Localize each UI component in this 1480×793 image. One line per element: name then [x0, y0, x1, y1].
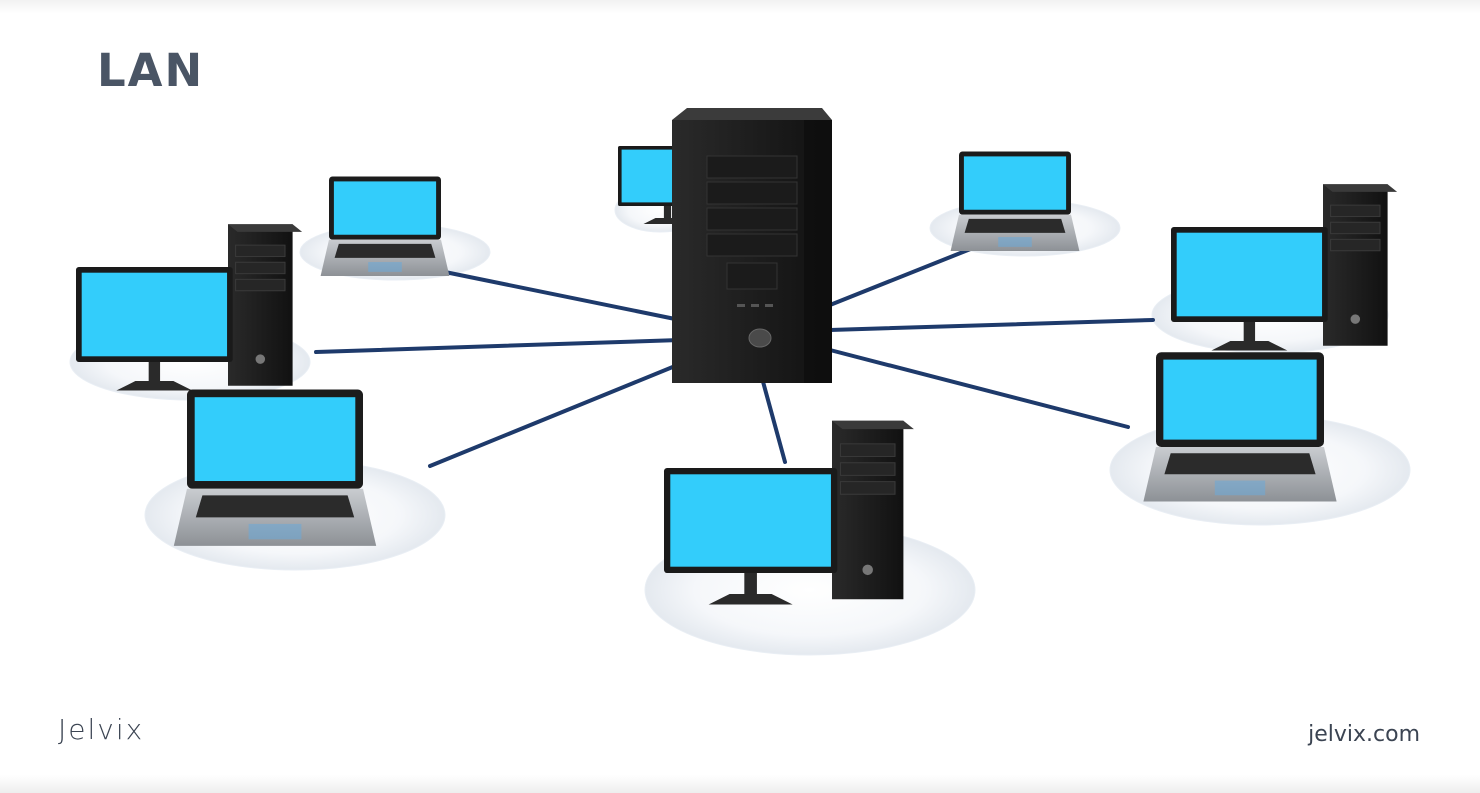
desktop-bay-5-1	[1330, 221, 1381, 235]
monitor-foot-3	[708, 594, 793, 605]
desktop-power-5	[1350, 314, 1361, 324]
server-led-1	[751, 304, 759, 307]
desktop-tower-top-5	[1323, 184, 1398, 192]
server-bay-3	[706, 233, 798, 257]
server-side	[804, 120, 832, 383]
network-link-2	[428, 362, 682, 468]
network-link-5	[828, 318, 1155, 332]
desktop-bay-1-1	[235, 261, 286, 275]
slide-title: LAN	[97, 44, 205, 97]
desktop-tower-top-1	[228, 224, 303, 232]
desktop-bay-5-0	[1330, 204, 1381, 218]
desktop-power-3	[862, 564, 873, 576]
laptop-keyboard-2	[195, 495, 355, 518]
network-link-3	[760, 376, 787, 464]
laptop-screen-6	[963, 156, 1067, 210]
desktop-tower-top-3	[832, 420, 914, 430]
server-drive	[726, 262, 778, 290]
laptop-keyboard-4	[1164, 453, 1316, 475]
node-desktop-1	[76, 224, 303, 391]
server-led-0	[737, 304, 745, 307]
laptop-screen-4	[1163, 359, 1317, 440]
node-laptop-2	[173, 389, 377, 546]
jelvix-logo: Jelvix	[58, 713, 145, 746]
network-link-0	[443, 270, 682, 322]
server-bay-1	[706, 181, 798, 205]
laptop-touchpad-2	[248, 523, 302, 540]
laptop-screen-2	[194, 397, 356, 482]
server-top	[672, 108, 832, 120]
desktop-power-1	[255, 354, 266, 364]
desktop-bay-3-2	[839, 481, 896, 495]
monitor-screen-1	[81, 272, 228, 357]
desktop-bay-3-1	[839, 462, 896, 476]
site-url: jelvix.com	[1308, 722, 1420, 747]
monitor-foot-5	[1211, 341, 1288, 351]
server-hub	[672, 108, 832, 383]
monitor-screen-5	[1176, 232, 1323, 317]
laptop-touchpad-6	[998, 237, 1032, 247]
desktop-bay-5-2	[1330, 238, 1381, 252]
monitor-screen-3	[670, 474, 831, 567]
laptop-keyboard-0	[334, 243, 436, 258]
laptop-touchpad-4	[1214, 480, 1266, 496]
monitor-stand-3	[744, 573, 757, 597]
server-bay-2	[706, 207, 798, 231]
node-laptop-0	[320, 176, 450, 277]
monitor-stand-1	[148, 362, 161, 383]
desktop-bay-3-0	[839, 443, 896, 457]
network-link-6	[828, 246, 975, 307]
monitor-foot-1	[116, 381, 193, 391]
network-link-1	[314, 338, 682, 354]
monitor-stand-5	[1243, 322, 1256, 343]
laptop-keyboard-6	[964, 218, 1066, 233]
network-links	[314, 246, 1155, 468]
laptop-screen-0	[333, 181, 437, 235]
network-link-4	[828, 348, 1130, 429]
monitor-stand-7	[663, 206, 672, 220]
desktop-bay-1-0	[235, 244, 286, 258]
node-desktop-3	[664, 420, 914, 605]
server-bay-0	[706, 155, 798, 179]
desktop-bay-1-2	[235, 278, 286, 292]
node-desktop-5	[1171, 184, 1398, 351]
node-laptop-4	[1143, 352, 1337, 502]
node-laptop-6	[950, 151, 1080, 252]
server-led-2	[765, 304, 773, 307]
laptop-touchpad-0	[368, 262, 402, 272]
server-power-button	[748, 328, 772, 348]
